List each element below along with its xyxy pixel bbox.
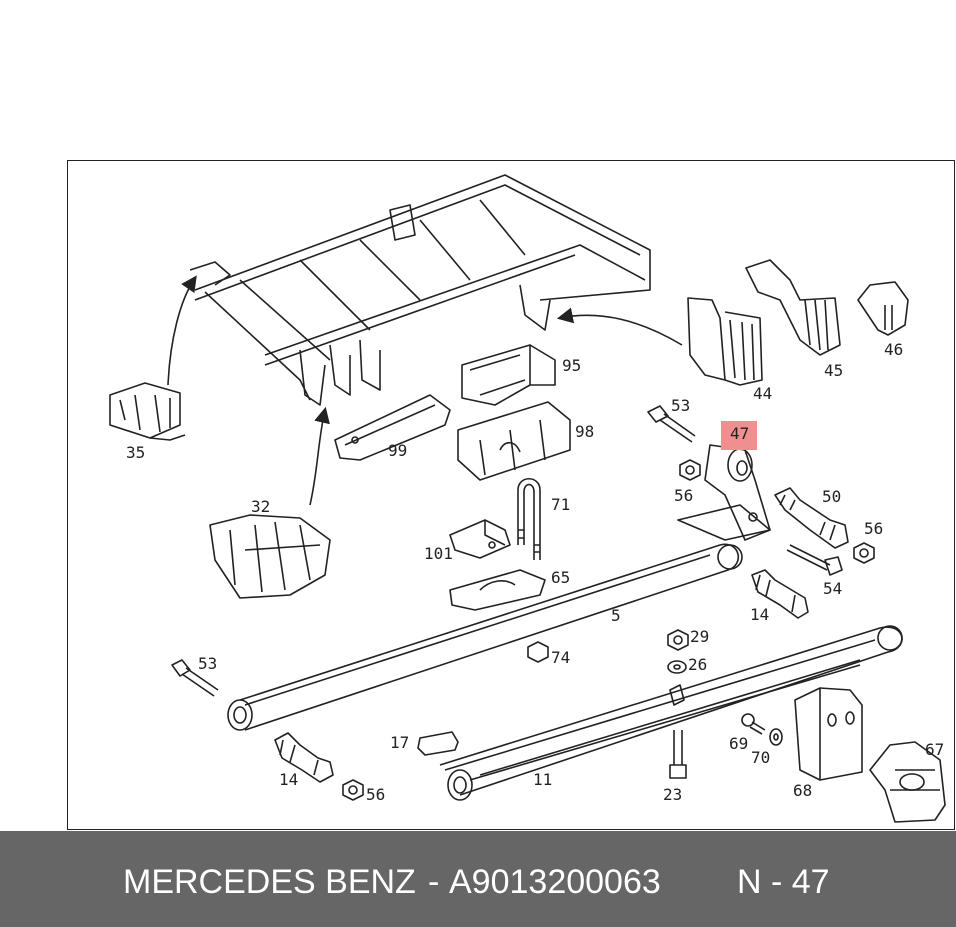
label-14-upper: 14 [750,605,770,624]
part-53-bolt-upper [647,405,696,443]
part-44-bracket [687,297,763,386]
pointer-arrows [167,275,683,506]
label-50: 50 [822,487,842,506]
part-46-bracket [857,281,909,336]
part-56-nut-right [853,542,875,564]
label-56-upper: 56 [674,486,694,505]
part-54-bolt [786,544,843,576]
part-14-bushing-lower [274,732,334,783]
part-45-bracket [745,259,841,356]
label-26: 26 [688,655,708,674]
chassis-frame [189,174,651,406]
part-67-bracket [869,741,946,823]
part-95-bracket [461,344,556,406]
part-26-washer [667,660,687,674]
diagram-frame [67,160,955,830]
label-17: 17 [390,733,410,752]
part-71-u-bolt [517,477,541,560]
label-65: 65 [551,568,571,587]
part-5-leaf-spring [227,543,743,731]
footer-separator: - [428,863,440,901]
part-29-nut [667,629,689,651]
label-71: 71 [551,495,571,514]
label-70: 70 [751,748,771,767]
part-23-bolt [669,730,687,779]
part-35-bracket [109,382,186,441]
part-101-saddle [449,519,511,559]
part-69-bolt [741,713,766,735]
part-14-bushing-upper [751,569,809,619]
part-17-pad [417,731,459,756]
label-53-lower: 53 [198,654,218,673]
label-98: 98 [575,422,595,441]
label-14-lower: 14 [279,770,299,789]
part-99-plate [334,394,451,461]
part-56-nut-upper [679,459,701,481]
label-101: 101 [424,544,453,563]
label-54: 54 [823,579,843,598]
part-11-leaf-spring [439,625,903,801]
label-32: 32 [251,497,271,516]
label-23: 23 [663,785,683,804]
label-95: 95 [562,356,582,375]
footer-part-number: A9013200063 [449,863,661,901]
footer-brand: MERCEDES BENZ [123,863,416,901]
part-74-nut [527,641,549,663]
parts-diagram [109,174,946,823]
label-11: 11 [533,770,553,789]
part-65-pad [449,569,546,611]
label-68: 68 [793,781,813,800]
footer-bar: MERCEDES BENZ - A9013200063 N - 47 [0,831,956,927]
label-35: 35 [126,443,146,462]
label-74: 74 [551,648,571,667]
part-70-washer [769,728,783,746]
label-56-right: 56 [864,519,884,538]
part-56-nut-lower [342,779,364,801]
footer-ref: N - 47 [737,863,830,901]
part-98-plate [457,401,571,481]
label-5: 5 [611,606,621,625]
label-99: 99 [388,441,408,460]
label-46: 46 [884,340,904,359]
label-53-upper: 53 [671,396,691,415]
part-68-bumper [794,687,863,781]
label-67: 67 [925,740,945,759]
label-47-highlighted: 47 [721,421,758,450]
part-50-bushing [774,487,849,549]
label-44: 44 [753,384,773,403]
label-29: 29 [690,627,710,646]
label-56-lower: 56 [366,785,386,804]
label-45: 45 [824,361,844,380]
part-32-bracket [209,514,331,599]
label-69: 69 [729,734,749,753]
part-53-bolt-lower [171,659,219,697]
